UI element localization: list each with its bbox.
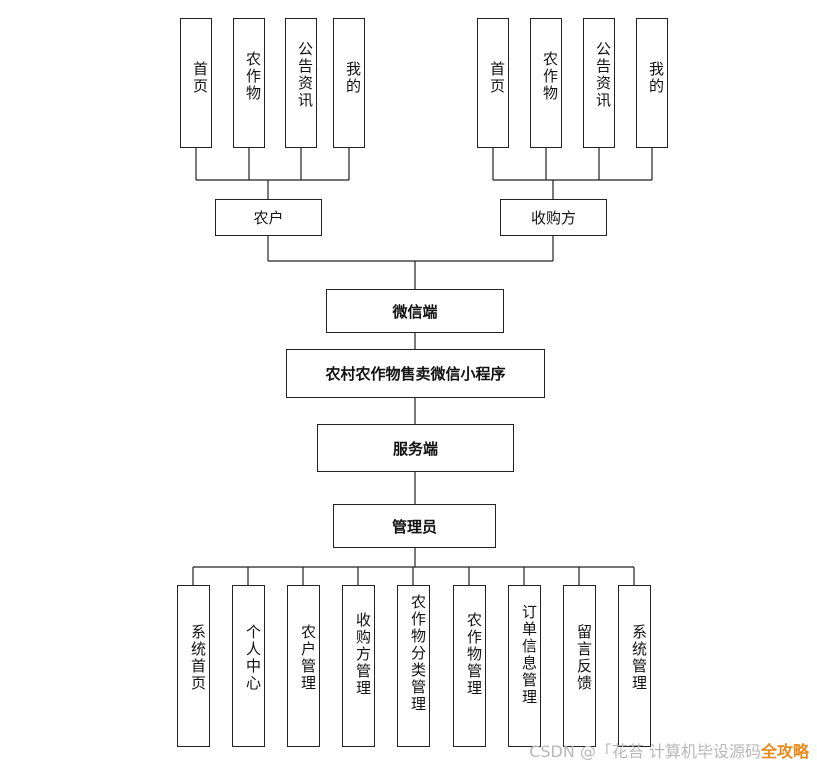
- admin-box: 管理员: [333, 504, 496, 548]
- watermark: CSDN @「花苔 计算机毕设源码全攻略: [529, 738, 809, 762]
- watermark-badge: 全攻略: [760, 742, 809, 761]
- admin-module-feedback: 留言反馈: [563, 585, 596, 747]
- admin-module-crop-categories: 农作物分类管理: [397, 585, 430, 747]
- admin-module-system: 系统管理: [618, 585, 651, 747]
- admin-module-crops: 农作物管理: [453, 585, 486, 747]
- admin-module-profile: 个人中心: [232, 585, 265, 747]
- admin-module-buyers: 收购方管理: [342, 585, 375, 747]
- admin-module-farmers: 农户管理: [287, 585, 320, 747]
- farmer-menu-mine: 我的: [333, 18, 365, 148]
- wechat-client-box: 微信端: [326, 289, 504, 333]
- server-box: 服务端: [317, 424, 514, 472]
- admin-module-orders: 订单信息管理: [508, 585, 541, 747]
- farmer-menu-home: 首页: [180, 18, 212, 148]
- farmer-role-box: 农户: [215, 199, 322, 236]
- buyer-menu-news: 公告资讯: [583, 18, 615, 148]
- buyer-menu-crops: 农作物: [530, 18, 562, 148]
- buyer-menu-home: 首页: [477, 18, 509, 148]
- app-title-box: 农村农作物售卖微信小程序: [286, 349, 545, 398]
- buyer-menu-mine: 我的: [636, 18, 668, 148]
- admin-module-dashboard: 系统首页: [177, 585, 210, 747]
- buyer-role-box: 收购方: [500, 199, 607, 236]
- farmer-menu-news: 公告资讯: [285, 18, 317, 148]
- farmer-menu-crops: 农作物: [233, 18, 265, 148]
- watermark-text: CSDN @「花苔 计算机毕设源码: [529, 742, 761, 761]
